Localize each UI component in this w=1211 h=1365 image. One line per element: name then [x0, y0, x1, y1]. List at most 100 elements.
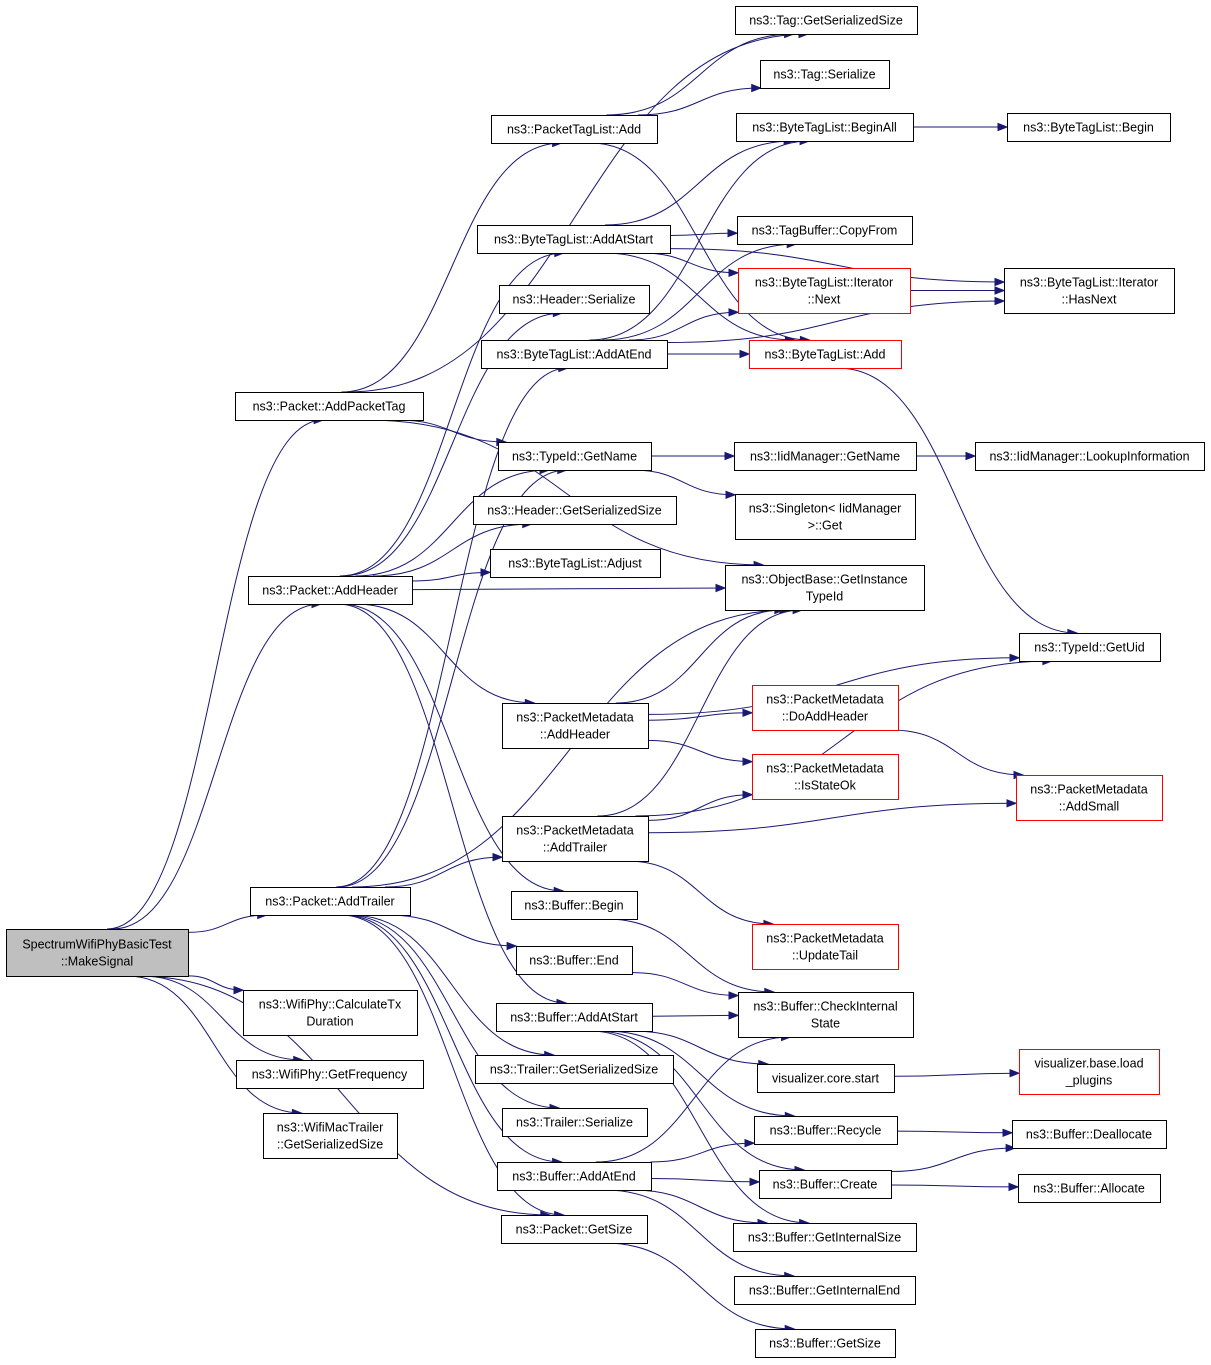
node-root[interactable]: SpectrumWifiPhyBasicTest::MakeSignal	[6, 929, 189, 977]
node-box	[502, 1108, 648, 1137]
node-pmDoAddHeader[interactable]: ns3::PacketMetadata::DoAddHeader	[752, 685, 899, 731]
node-macTrailer[interactable]: ns3::WifiMacTrailer::GetSerializedSize	[263, 1113, 398, 1159]
node-box	[752, 924, 899, 970]
node-headerSer[interactable]: ns3::Header::Serialize	[499, 285, 650, 314]
node-addHeader[interactable]: ns3::Packet::AddHeader	[248, 576, 413, 605]
node-tagSer[interactable]: ns3::Tag::Serialize	[760, 60, 890, 89]
node-iidLookup[interactable]: ns3::IidManager::LookupInformation	[975, 442, 1205, 471]
edge-ptlAdd-to-tagSer	[637, 87, 761, 116]
node-label: ns3::TypeId::GetName	[512, 450, 637, 464]
edge-addTrailer-to-trailerGetSer	[350, 914, 554, 1056]
node-bufRecycle[interactable]: ns3::Buffer::Recycle	[754, 1116, 898, 1145]
node-box	[248, 576, 413, 605]
node-label: ::HasNext	[1062, 293, 1117, 307]
arrowhead	[1002, 1128, 1014, 1138]
node-addTrailer[interactable]: ns3::Packet::AddTrailer	[250, 887, 411, 916]
node-box	[755, 1329, 896, 1358]
node-box	[477, 225, 671, 254]
node-box	[1007, 113, 1171, 142]
node-label: ::DoAddHeader	[782, 710, 868, 724]
node-bufEnd[interactable]: ns3::Buffer::End	[516, 946, 633, 975]
node-trailerSer[interactable]: ns3::Trailer::Serialize	[502, 1108, 648, 1137]
node-headerGetSer[interactable]: ns3::Header::GetSerializedSize	[473, 496, 677, 525]
node-singletonGet[interactable]: ns3::Singleton< IidManager>::Get	[735, 494, 916, 540]
edge-btlAdd-to-typeIdGetUid	[837, 367, 1077, 634]
arrowhead	[728, 308, 740, 317]
node-iidGetName[interactable]: ns3::IidManager::GetName	[734, 442, 917, 471]
edge-addHeader-to-typeIdGetName	[355, 469, 550, 577]
node-bufGetSize[interactable]: ns3::Buffer::GetSize	[755, 1329, 896, 1358]
node-pmAddSmall[interactable]: ns3::PacketMetadata::AddSmall	[1016, 775, 1163, 821]
edge-root-to-addTrailer	[187, 914, 267, 933]
node-bufBegin[interactable]: ns3::Buffer::Begin	[511, 891, 638, 920]
arrowhead	[724, 451, 736, 461]
node-btlAddAtStart[interactable]: ns3::ByteTagList::AddAtStart	[477, 225, 671, 254]
node-pmUpdateTail[interactable]: ns3::PacketMetadata::UpdateTail	[752, 924, 899, 970]
arrowhead	[1009, 653, 1021, 663]
node-btlBegin[interactable]: ns3::ByteTagList::Begin	[1007, 113, 1171, 142]
node-box	[1004, 268, 1175, 314]
node-btlBeginAll[interactable]: ns3::ByteTagList::BeginAll	[736, 113, 914, 142]
node-btlIterHasNext[interactable]: ns3::ByteTagList::Iterator::HasNext	[1004, 268, 1175, 314]
node-btlAdjust[interactable]: ns3::ByteTagList::Adjust	[490, 549, 661, 578]
node-label: ns3::Tag::Serialize	[773, 68, 875, 82]
node-box	[736, 113, 914, 142]
arrowhead	[994, 277, 1006, 287]
node-pmAddTrailer[interactable]: ns3::PacketMetadata::AddTrailer	[502, 816, 649, 862]
node-label: ns3::Buffer::Allocate	[1033, 1182, 1145, 1196]
edge-addHeader-to-btlAdjust	[411, 571, 491, 582]
edge-typeIdGetName-to-singletonGet	[632, 469, 736, 496]
edge-btlAddAtEnd-to-btlIterHasNext	[666, 300, 1005, 343]
node-label: ns3::ByteTagList::Add	[765, 348, 886, 362]
node-label: ns3::ByteTagList::BeginAll	[752, 121, 897, 135]
edge-addPacketTag-to-tagGetSer	[346, 33, 809, 393]
node-trailerGetSer[interactable]: ns3::Trailer::GetSerializedSize	[475, 1055, 674, 1084]
arrowhead	[742, 708, 754, 718]
edge-bufAddAtEnd-to-bufGetIntSize	[631, 1189, 768, 1224]
edge-root-to-addPacketTag	[106, 419, 324, 930]
node-bufAlloc[interactable]: ns3::Buffer::Allocate	[1018, 1174, 1161, 1203]
node-addPacketTag[interactable]: ns3::Packet::AddPacketTag	[235, 392, 424, 421]
arrowhead	[233, 985, 245, 995]
node-bufDealloc[interactable]: ns3::Buffer::Deallocate	[1012, 1120, 1167, 1149]
edge-addHeader-to-pmAddHeader	[355, 603, 535, 704]
node-tagGetSer[interactable]: ns3::Tag::GetSerializedSize	[735, 6, 918, 35]
node-box	[737, 216, 913, 245]
node-box	[473, 496, 677, 525]
node-bufGetIntSize[interactable]: ns3::Buffer::GetInternalSize	[733, 1223, 917, 1252]
node-getFreq[interactable]: ns3::WifiPhy::GetFrequency	[236, 1060, 424, 1089]
node-bufCreate[interactable]: ns3::Buffer::Create	[759, 1170, 892, 1199]
node-box	[502, 703, 649, 749]
node-label: ns3::Packet::GetSize	[516, 1223, 633, 1237]
edge-bufAddAtStart-to-bufGetIntSize	[589, 1030, 809, 1224]
node-label: ns3::PacketMetadata	[766, 762, 883, 776]
node-pktGetSize[interactable]: ns3::Packet::GetSize	[501, 1215, 648, 1244]
edge-bufEnd-to-bufCheck	[631, 972, 739, 996]
arrowhead	[1006, 799, 1018, 808]
node-vizStart[interactable]: visualizer.core.start	[757, 1064, 895, 1093]
node-bufGetIntEnd[interactable]: ns3::Buffer::GetInternalEnd	[734, 1276, 916, 1305]
node-pmAddHeader[interactable]: ns3::PacketMetadata::AddHeader	[502, 703, 649, 749]
edge-bufAddAtStart-to-bufCreate	[594, 1030, 805, 1171]
node-btlAddAtEnd[interactable]: ns3::ByteTagList::AddAtEnd	[481, 340, 668, 369]
node-bufAddAtStart[interactable]: ns3::Buffer::AddAtStart	[496, 1003, 653, 1032]
node-ptlAdd[interactable]: ns3::PacketTagList::Add	[491, 115, 658, 144]
node-pmIsStateOk[interactable]: ns3::PacketMetadata::IsStateOk	[752, 754, 899, 800]
node-label: ns3::Buffer::Begin	[524, 899, 623, 913]
edge-bufAddAtStart-to-vizStart	[631, 1030, 768, 1065]
node-typeIdGetName[interactable]: ns3::TypeId::GetName	[498, 442, 652, 471]
node-vizLoad[interactable]: visualizer.base.load_plugins	[1019, 1049, 1160, 1095]
edge-bufCreate-to-bufDealloc	[890, 1147, 1016, 1172]
node-label: ::MakeSignal	[61, 955, 133, 969]
node-box	[511, 891, 638, 920]
node-bufAddAtEnd[interactable]: ns3::Buffer::AddAtEnd	[497, 1162, 652, 1191]
node-btlIterNext[interactable]: ns3::ByteTagList::Iterator::Next	[738, 268, 911, 314]
edge-addTrailer-to-bufAddAtEnd	[342, 914, 562, 1163]
node-label: visualizer.base.load	[1034, 1057, 1143, 1071]
node-tbCopyFrom[interactable]: ns3::TagBuffer::CopyFrom	[737, 216, 913, 245]
node-typeIdGetUid[interactable]: ns3::TypeId::GetUid	[1019, 633, 1161, 662]
node-btlAdd[interactable]: ns3::ByteTagList::Add	[749, 340, 902, 369]
